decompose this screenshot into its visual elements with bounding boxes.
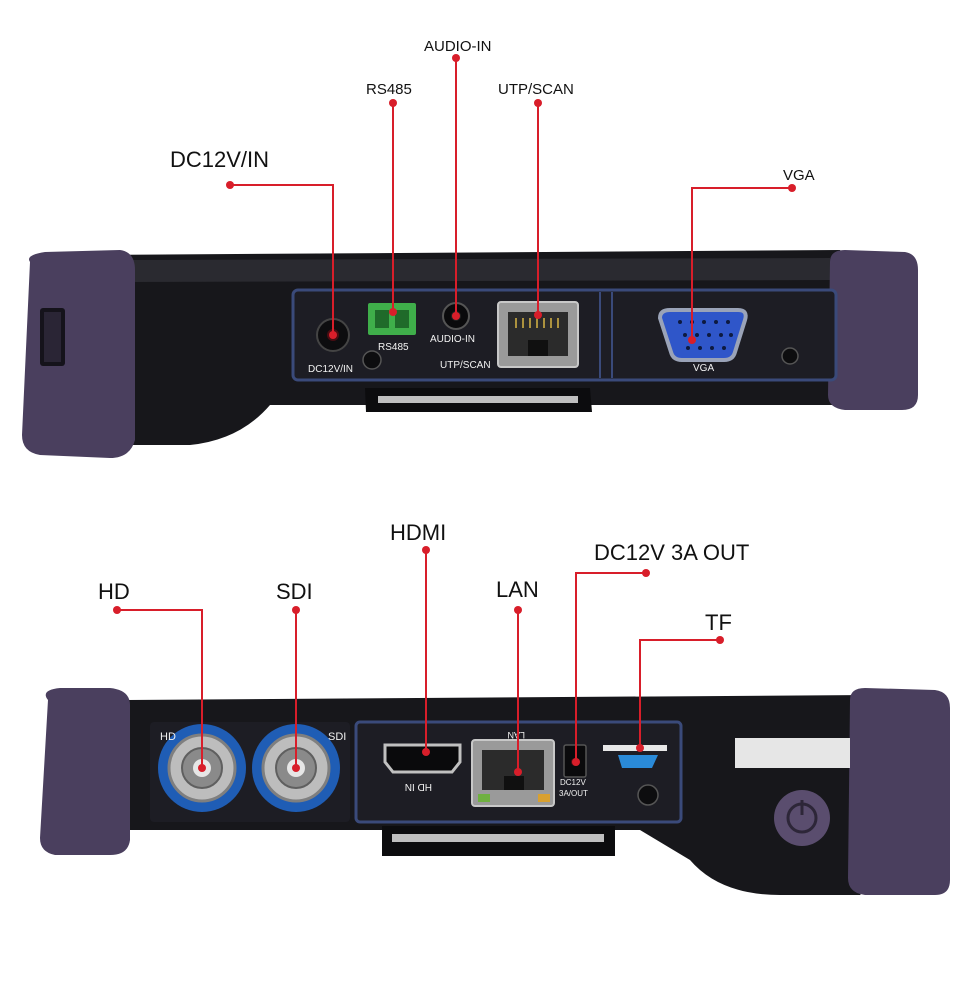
right-bumper-top	[828, 250, 918, 410]
tf-card-slot	[603, 745, 667, 751]
callout-hd: HD	[98, 579, 130, 604]
callout-rs485: RS485	[366, 81, 412, 98]
power-button[interactable]	[774, 790, 830, 846]
panel-label-hdmi-in: HD IN	[405, 781, 432, 792]
callout-lan: LAN	[496, 577, 539, 602]
panel-label-dc-out-2: 3A/OUT	[559, 789, 588, 798]
panel-label-sdi: SDI	[328, 731, 346, 743]
callout-audio-in: AUDIO-IN	[424, 38, 492, 55]
left-bumper-bottom	[40, 688, 130, 855]
panel-label-audio-in: AUDIO-IN	[430, 334, 475, 345]
callout-hdmi: HDMI	[390, 520, 447, 545]
status-window	[735, 738, 850, 768]
panel-label-vga: VGA	[693, 363, 714, 374]
callout-dc-out: DC12V 3A OUT	[594, 540, 750, 565]
panel-label-rs485: RS485	[378, 342, 409, 353]
callout-sdi: SDI	[276, 579, 313, 604]
bottom-device: HD SDI HD IN LAN DC12V 3A/OUT	[40, 688, 950, 895]
callout-vga: VGA	[783, 167, 815, 184]
top-device: DC12V/IN RS485 AUDIO-IN UTP/SCAN VGA	[22, 250, 918, 458]
callout-utp-scan: UTP/SCAN	[498, 81, 574, 98]
panel-label-utp-scan: UTP/SCAN	[440, 360, 491, 371]
callout-dc-in: DC12V/IN	[170, 147, 270, 172]
leader-dots	[113, 54, 796, 776]
panel-label-lan: LAN	[507, 730, 525, 740]
leader-lines	[117, 58, 792, 772]
panel-label-dc-out-1: DC12V	[560, 778, 586, 787]
panel-label-dc-in: DC12V/IN	[308, 364, 353, 375]
hdmi-port	[383, 743, 462, 774]
left-bumper-top	[22, 250, 135, 458]
panel-label-hd: HD	[160, 731, 176, 743]
callout-tf: TF	[705, 610, 732, 635]
right-bumper-bottom	[848, 688, 950, 895]
